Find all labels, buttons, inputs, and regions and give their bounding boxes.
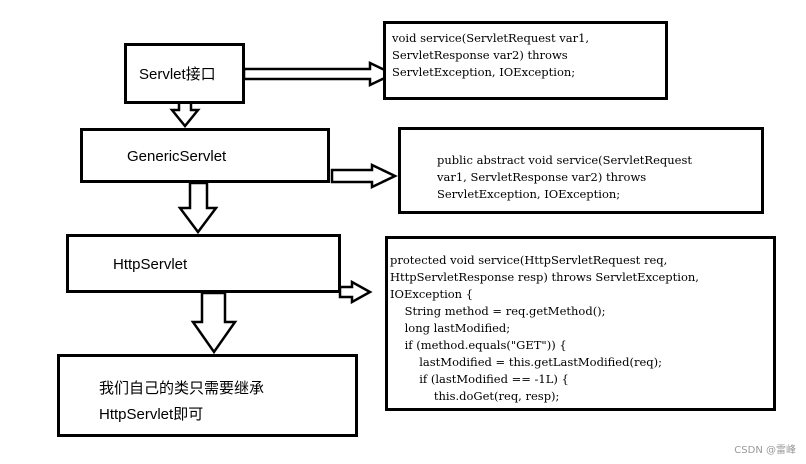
- code-line: HttpServletResponse resp) throws Servlet…: [390, 270, 699, 284]
- own-class-line1: 我们自己的类只需要继承: [99, 380, 265, 397]
- servlet-code-box: void service(ServletRequest var1, Servle…: [383, 21, 668, 100]
- code-line: this.doGet(req, resp);: [390, 389, 560, 403]
- code-line: ServletException, IOException;: [392, 65, 576, 79]
- arrow-down-http-own: [190, 291, 238, 355]
- code-line: void service(ServletRequest var1,: [392, 31, 590, 45]
- arrow-right-generic-code: [330, 163, 398, 189]
- code-line: public abstract void service(ServletRequ…: [437, 153, 692, 167]
- code-line: protected void service(HttpServletReques…: [390, 253, 668, 267]
- watermark: CSDN @雷峰: [734, 445, 796, 456]
- code-line: ServletException, IOException;: [437, 187, 621, 201]
- code-line: String method = req.getMethod();: [390, 304, 606, 318]
- own-class-box: 我们自己的类只需要继承 HttpServlet即可: [57, 354, 358, 437]
- generic-code-box: public abstract void service(ServletRequ…: [398, 127, 764, 214]
- servlet-interface-box: Servlet接口: [124, 43, 245, 104]
- arrow-right-servlet-code: [242, 61, 396, 87]
- servlet-interface-label: Servlet接口: [139, 66, 216, 83]
- http-servlet-box: HttpServlet: [66, 234, 341, 293]
- code-line: if (lastModified == -1L) {: [390, 372, 569, 386]
- code-line: ServletResponse var2) throws: [392, 48, 568, 62]
- own-class-line2: HttpServlet即可: [99, 406, 204, 423]
- code-line: var1, ServletResponse var2) throws: [437, 170, 647, 184]
- arrow-down-generic-http: [177, 181, 219, 235]
- http-code-box: protected void service(HttpServletReques…: [385, 236, 776, 411]
- code-line: lastModified = this.getLastModified(req)…: [390, 355, 662, 369]
- http-servlet-label: HttpServlet: [113, 256, 188, 273]
- servlet-code: void service(ServletRequest var1, Servle…: [392, 30, 589, 81]
- code-line: if (method.equals("GET")) {: [390, 338, 567, 352]
- generic-code: public abstract void service(ServletRequ…: [437, 152, 692, 203]
- http-code: protected void service(HttpServletReques…: [390, 252, 699, 405]
- arrow-right-http-code: [338, 279, 373, 305]
- code-line: long lastModified;: [390, 321, 511, 335]
- generic-servlet-box: GenericServlet: [80, 128, 330, 183]
- code-line: IOException {: [390, 287, 474, 301]
- generic-servlet-label: GenericServlet: [127, 148, 227, 165]
